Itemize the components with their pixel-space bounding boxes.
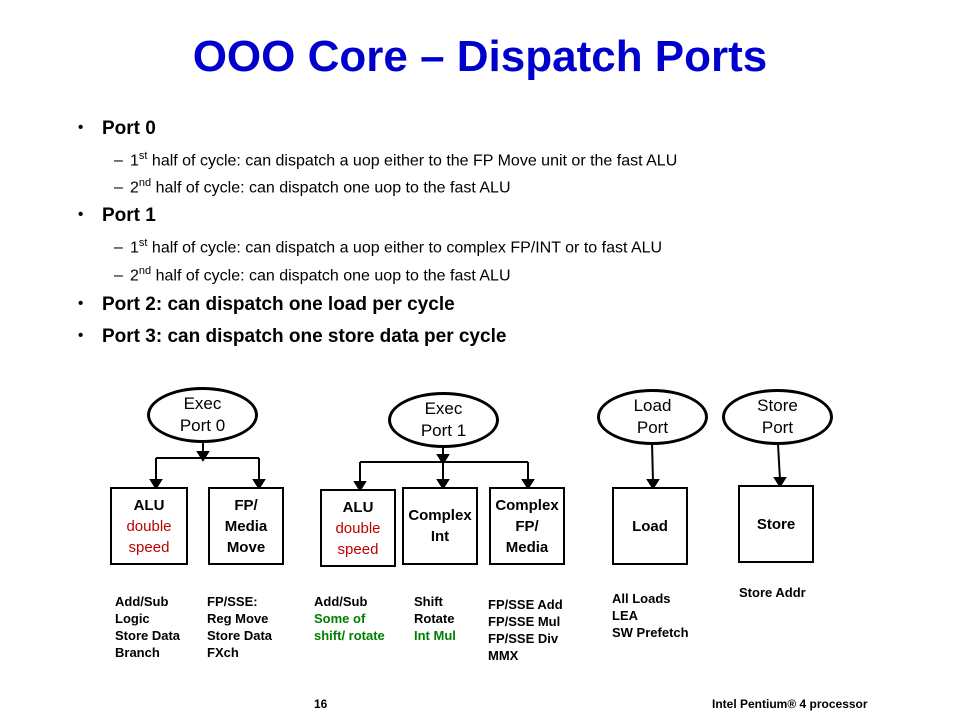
slide-title: OOO Core – Dispatch Ports: [192, 32, 768, 81]
bullet-port-3: •Port 3: can dispatch one store data per…: [78, 326, 507, 347]
sub-bullet: –2nd half of cycle: can dispatch one uop…: [114, 177, 511, 197]
dash-icon: –: [114, 152, 123, 170]
bullet-icon: •: [78, 295, 84, 312]
page-number: 16: [314, 697, 328, 711]
bullet-icon: •: [78, 119, 84, 136]
bullet-port-0: •Port 0: [78, 118, 156, 139]
footer-caption: Intel Pentium® 4 processor: [712, 697, 868, 711]
dash-icon: –: [114, 267, 123, 285]
bullet-icon: •: [78, 327, 84, 344]
sub-bullet: –1st half of cycle: can dispatch a uop e…: [114, 237, 663, 257]
load-unit-box: Load: [612, 487, 688, 565]
sub-bullet: –1st half of cycle: can dispatch a uop e…: [114, 150, 678, 170]
store-unit-box: Store: [738, 485, 814, 563]
bullet-port-2: •Port 2: can dispatch one load per cycle: [78, 294, 455, 315]
bullet-port-1: •Port 1: [78, 205, 156, 226]
dash-icon: –: [114, 179, 123, 197]
bullet-icon: •: [78, 206, 84, 223]
store-ops-note: Store Addr: [739, 585, 806, 600]
sub-bullet: –2nd half of cycle: can dispatch one uop…: [114, 265, 511, 285]
dash-icon: –: [114, 239, 123, 257]
